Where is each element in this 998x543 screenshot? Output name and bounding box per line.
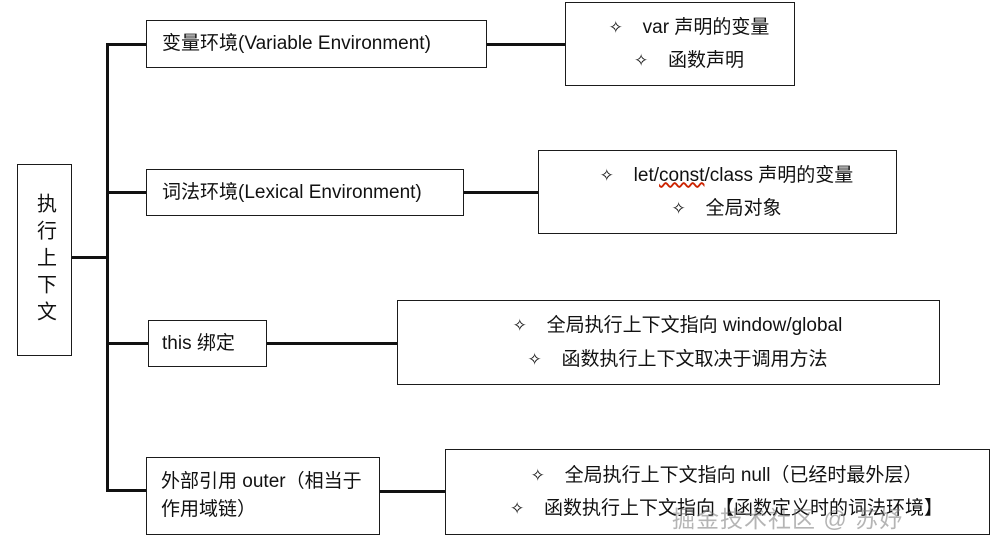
root-node-execution-context: 执行上下文 [17, 164, 72, 356]
branch-node-label: this 绑定 [162, 332, 235, 354]
detail-item-text: 全局执行上下文指向 window/global [546, 315, 843, 337]
star-bullet-icon: ✧ [599, 165, 614, 185]
detail-item-text: let/const/class 声明的变量 [634, 161, 854, 190]
detail-item-text: 全局执行上下文指向 null（已经时最外层） [564, 464, 923, 486]
detail-item-text-post: /class 声明的变量 [704, 164, 854, 186]
branch-node-variable-environment: 变量环境(Variable Environment) [146, 20, 487, 68]
connector-spine [106, 43, 109, 491]
connector-branch-0-to-detail-0 [486, 43, 566, 46]
detail-item-text: 全局对象 [705, 198, 782, 219]
branch-node-outer-reference: 外部引用 outer（相当于作用域链） [146, 457, 380, 535]
star-bullet-icon: ✧ [527, 349, 542, 369]
star-bullet-icon: ✧ [530, 465, 545, 485]
star-bullet-icon: ✧ [509, 499, 525, 518]
root-node-label: 执行上下文 [33, 192, 56, 328]
star-bullet-icon: ✧ [512, 316, 527, 336]
branch-node-this-binding: this 绑定 [148, 320, 267, 367]
detail-list-item: ✧ 全局执行上下文指向 null（已经时最外层） [531, 459, 923, 492]
detail-list-item: ✧ let/const/class 声明的变量 [600, 159, 854, 192]
branch-node-label: 外部引用 outer（相当于作用域链） [161, 470, 362, 521]
connector-spine-to-branch-3 [106, 489, 148, 492]
connector-spine-to-branch-1 [106, 191, 148, 194]
detail-item-text-misspelled: const [659, 164, 705, 186]
connector-spine-to-branch-0 [106, 43, 148, 46]
detail-list-item: ✧ 函数执行上下文取决于调用方法 [527, 343, 827, 376]
detail-list-item: ✧ 全局执行上下文指向 window/global [513, 309, 843, 342]
detail-item-text: 函数声明 [667, 50, 744, 71]
detail-node-lexical-environment: ✧ let/const/class 声明的变量 ✧ 全局对象 [538, 150, 897, 234]
detail-node-variable-environment: ✧ var 声明的变量 ✧ 函数声明 [565, 2, 795, 86]
branch-node-label: 词法环境(Lexical Environment) [162, 181, 422, 203]
detail-list-item: ✧ 函数执行上下文指向【函数定义时的词法环境】 [510, 492, 943, 525]
branch-node-lexical-environment: 词法环境(Lexical Environment) [146, 169, 464, 216]
detail-node-outer-reference: ✧ 全局执行上下文指向 null（已经时最外层） ✧ 函数执行上下文指向【函数定… [445, 449, 990, 535]
detail-list-item: ✧ var 声明的变量 [609, 11, 770, 44]
detail-node-this-binding: ✧ 全局执行上下文指向 window/global ✧ 函数执行上下文取决于调用… [397, 300, 940, 385]
connector-root-stub [71, 256, 109, 259]
connector-branch-1-to-detail-1 [463, 191, 540, 194]
connector-branch-2-to-detail-2 [266, 342, 399, 345]
detail-item-text: var 声明的变量 [642, 16, 770, 38]
connector-spine-to-branch-2 [106, 342, 150, 345]
detail-item-text: 函数执行上下文取决于调用方法 [561, 348, 828, 370]
star-bullet-icon: ✧ [633, 51, 649, 70]
detail-item-text: 函数执行上下文指向【函数定义时的词法环境】 [543, 498, 943, 519]
star-bullet-icon: ✧ [608, 17, 623, 37]
detail-list-item: ✧ 全局对象 [671, 192, 781, 225]
detail-list-item: ✧ 函数声明 [634, 44, 744, 77]
detail-item-text-pre: let/ [633, 164, 660, 186]
star-bullet-icon: ✧ [671, 199, 686, 218]
connector-branch-3-to-detail-3 [379, 490, 447, 493]
branch-node-label: 变量环境(Variable Environment) [162, 33, 431, 55]
